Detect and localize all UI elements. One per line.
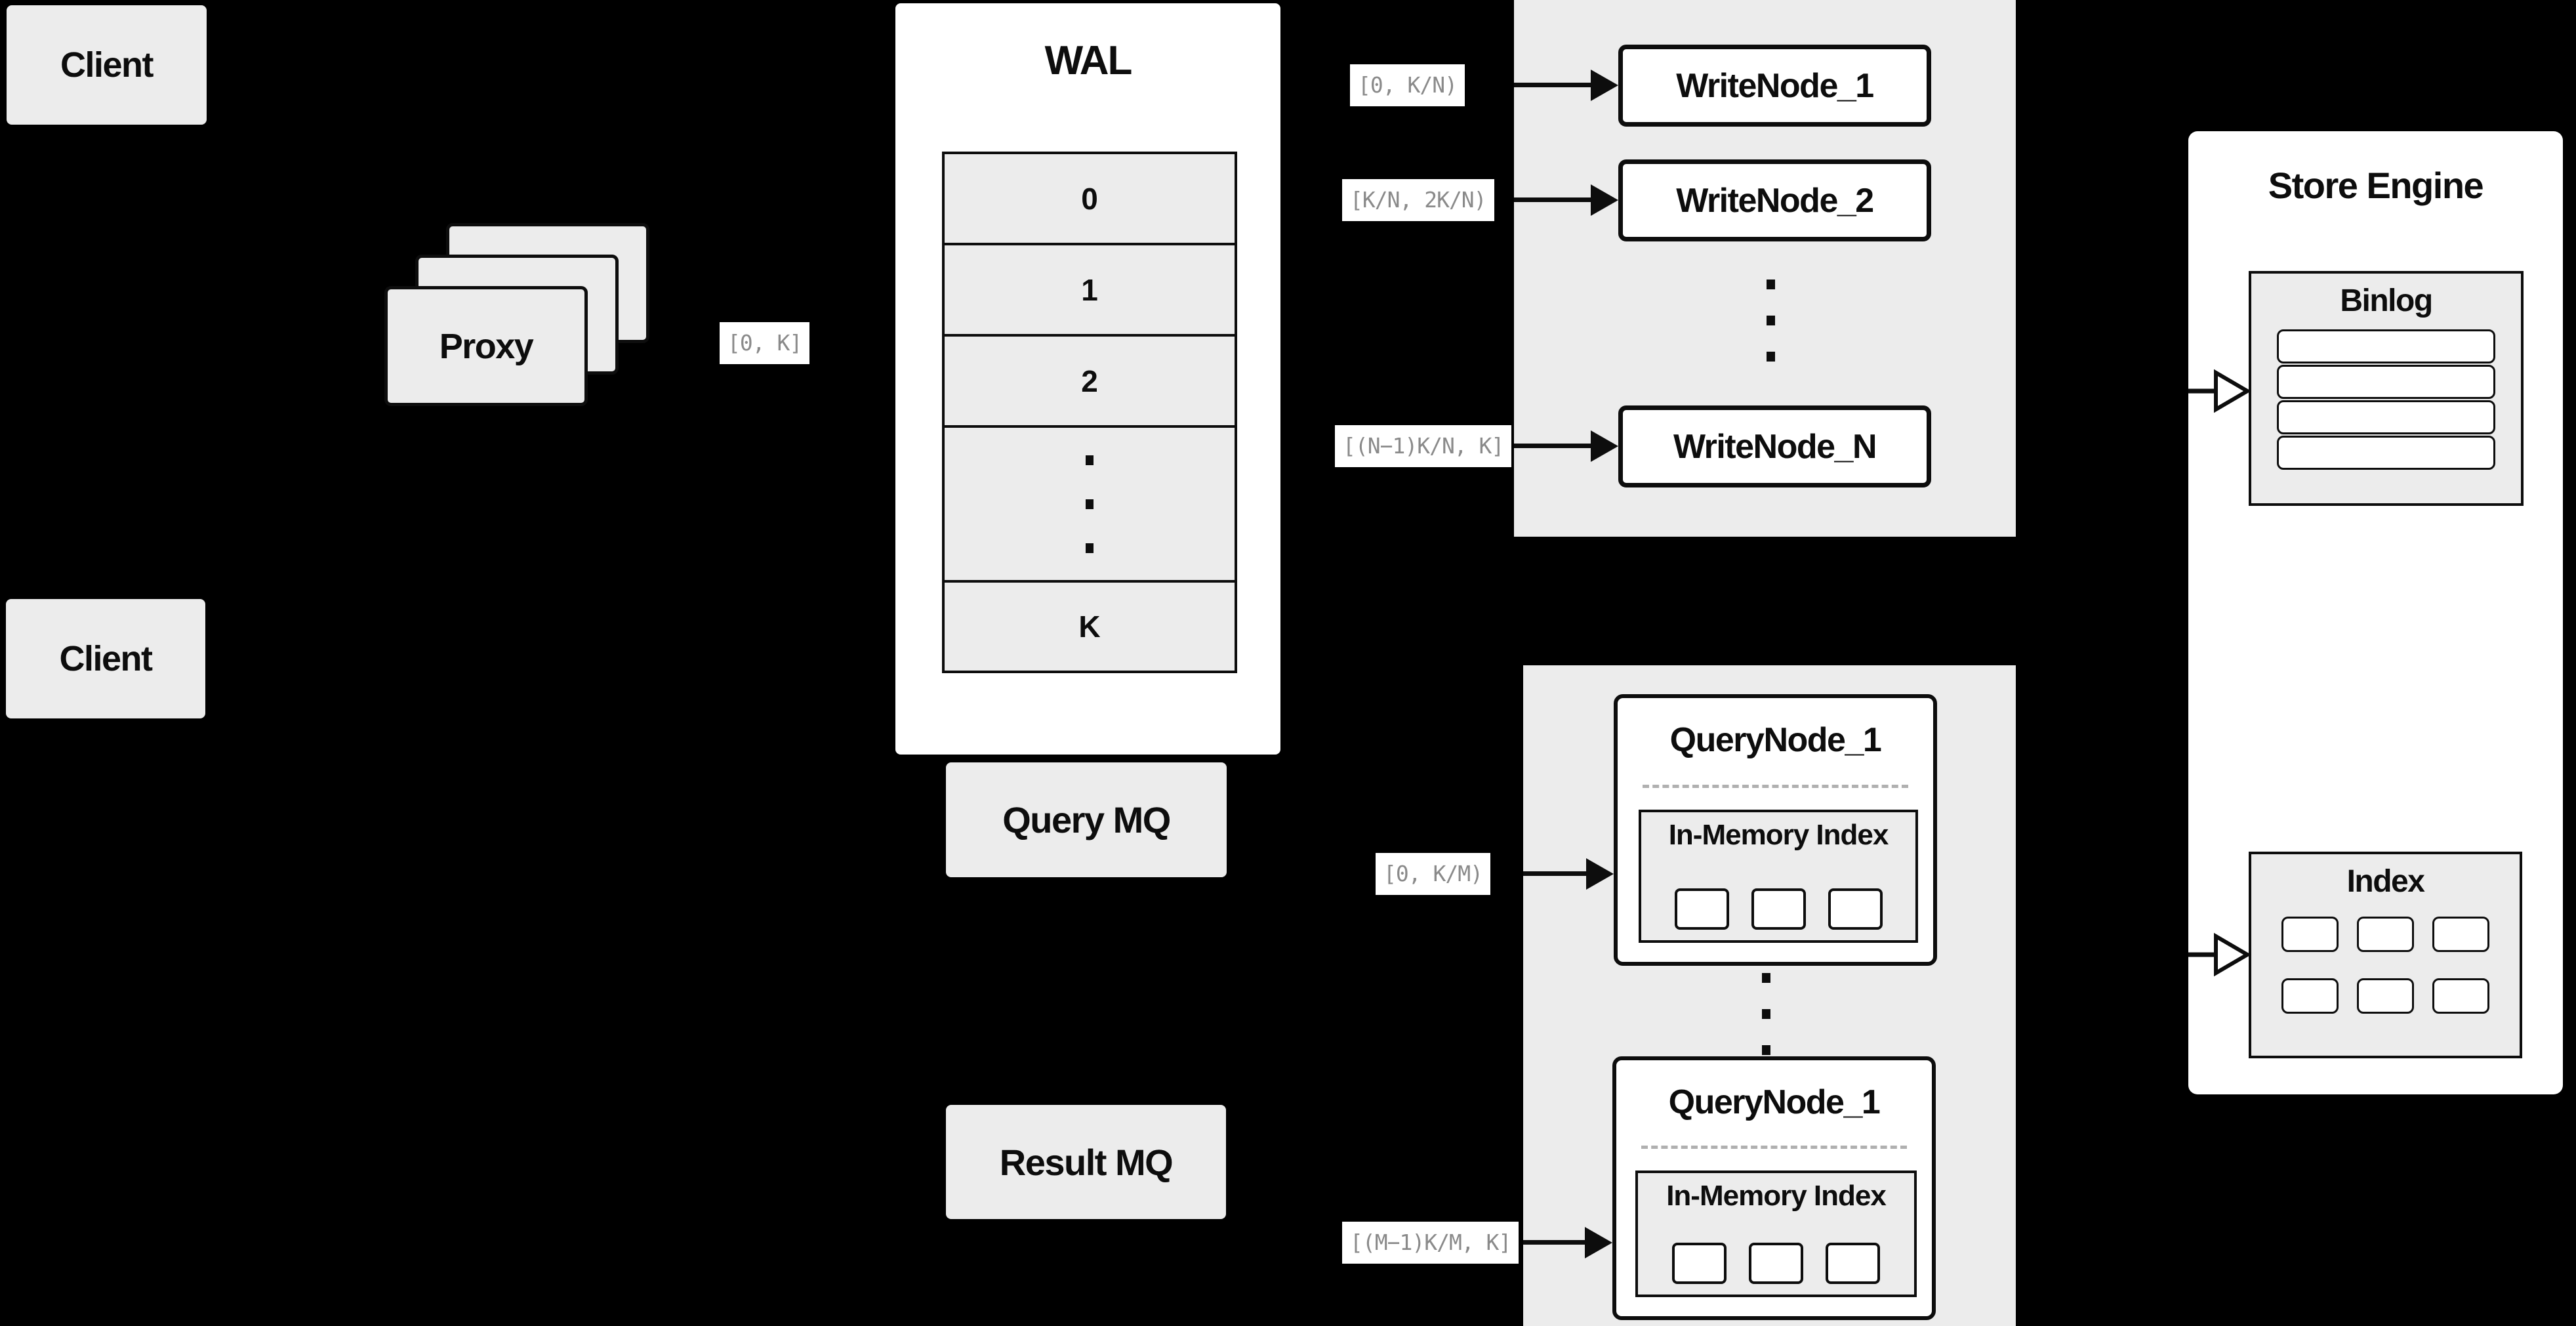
wal-table: 0 1 2 K bbox=[942, 152, 1237, 673]
range-label-query-bottom: [(M−1)K/M, K] bbox=[1342, 1222, 1519, 1264]
ellipsis-dot bbox=[1086, 455, 1094, 465]
binlog-segments bbox=[2277, 329, 2495, 470]
write-node-1-label: WriteNode_1 bbox=[1676, 66, 1874, 105]
hollow-arrow-to-index-icon bbox=[2188, 932, 2251, 977]
client-top-label: Client bbox=[60, 45, 154, 85]
index-segment bbox=[2357, 978, 2414, 1014]
store-engine-title: Store Engine bbox=[2268, 165, 2484, 206]
write-node-n: WriteNode_N bbox=[1618, 405, 1931, 487]
wal-row-0: 0 bbox=[945, 154, 1235, 245]
query-node-top: QueryNode_1 In-Memory Index bbox=[1614, 694, 1937, 966]
range-label-writeN: [(N−1)K/N, K] bbox=[1335, 425, 1512, 467]
memory-segment bbox=[1674, 888, 1729, 930]
wal-row-2: 2 bbox=[945, 337, 1235, 428]
in-memory-index-title: In-Memory Index bbox=[1666, 1180, 1887, 1212]
binlog-title: Binlog bbox=[2340, 283, 2433, 318]
range-label-query-top: [0, K/M) bbox=[1376, 853, 1490, 895]
binlog-segment bbox=[2277, 365, 2495, 399]
wal-row-k: K bbox=[945, 583, 1235, 671]
result-mq-box: Result MQ bbox=[946, 1105, 1226, 1219]
wal-title: WAL bbox=[1044, 38, 1133, 83]
range-label-proxy-to-wal: [0, K] bbox=[720, 322, 810, 364]
hollow-arrow-to-binlog-icon bbox=[2188, 369, 2251, 413]
binlog-segment bbox=[2277, 436, 2495, 470]
arrow-to-query-node-bottom-icon bbox=[1523, 1227, 1612, 1258]
index-segment bbox=[2432, 978, 2489, 1014]
proxy-card-front: Proxy bbox=[384, 286, 588, 406]
in-memory-index-title: In-Memory Index bbox=[1668, 819, 1889, 851]
result-mq-label: Result MQ bbox=[999, 1141, 1174, 1183]
index-segment bbox=[2432, 917, 2489, 952]
memory-segment bbox=[1749, 1243, 1803, 1284]
range-label-write1: [0, K/N) bbox=[1350, 64, 1465, 106]
query-node-ellipsis bbox=[1762, 973, 1770, 1055]
arrow-to-write-node-n-icon bbox=[1514, 430, 1618, 462]
in-memory-index-box-top: In-Memory Index bbox=[1639, 810, 1918, 943]
ellipsis-dot bbox=[1767, 280, 1775, 289]
memory-segment bbox=[1828, 888, 1883, 930]
write-node-ellipsis bbox=[1767, 280, 1775, 362]
wal-box: WAL 0 1 2 K bbox=[895, 3, 1280, 755]
query-node-top-title: QueryNode_1 bbox=[1669, 721, 1882, 759]
store-engine-box: Store Engine Binlog Index bbox=[2188, 131, 2563, 1094]
index-segment bbox=[2357, 917, 2414, 952]
query-mq-label: Query MQ bbox=[1002, 799, 1171, 840]
dashed-divider bbox=[1643, 785, 1908, 788]
ellipsis-dot bbox=[1086, 499, 1094, 509]
write-node-1: WriteNode_1 bbox=[1618, 45, 1931, 127]
index-title: Index bbox=[2346, 864, 2425, 899]
query-node-bottom: QueryNode_1 In-Memory Index bbox=[1612, 1056, 1936, 1320]
write-node-2-label: WriteNode_2 bbox=[1676, 181, 1874, 220]
query-node-bottom-title: QueryNode_1 bbox=[1668, 1083, 1881, 1121]
index-box: Index bbox=[2249, 852, 2522, 1058]
ellipsis-dot bbox=[1762, 1009, 1770, 1019]
memory-segments bbox=[1641, 888, 1915, 930]
proxy-label: Proxy bbox=[439, 326, 534, 366]
ellipsis-dot bbox=[1767, 316, 1775, 325]
arrow-to-write-node-1-icon bbox=[1514, 70, 1618, 101]
wal-row-1: 1 bbox=[945, 245, 1235, 337]
ellipsis-dot bbox=[1762, 973, 1770, 983]
ellipsis-dot bbox=[1762, 1045, 1770, 1055]
write-node-n-label: WriteNode_N bbox=[1673, 427, 1877, 466]
binlog-segment bbox=[2277, 329, 2495, 363]
dashed-divider bbox=[1641, 1146, 1907, 1149]
memory-segment bbox=[1672, 1243, 1727, 1284]
client-bottom-label: Client bbox=[59, 639, 153, 678]
client-box-top: Client bbox=[7, 5, 207, 125]
binlog-box: Binlog bbox=[2249, 271, 2524, 506]
index-segment bbox=[2281, 917, 2339, 952]
query-mq-box: Query MQ bbox=[946, 762, 1227, 877]
range-label-write2: [K/N, 2K/N) bbox=[1342, 179, 1494, 221]
index-segment bbox=[2281, 978, 2339, 1014]
memory-segment bbox=[1826, 1243, 1880, 1284]
memory-segment bbox=[1751, 888, 1806, 930]
wal-ellipsis-row bbox=[945, 428, 1235, 583]
binlog-segment bbox=[2277, 400, 2495, 434]
arrow-to-query-node-top-icon bbox=[1523, 858, 1614, 890]
memory-segments bbox=[1638, 1243, 1914, 1284]
ellipsis-dot bbox=[1767, 352, 1775, 362]
write-node-2: WriteNode_2 bbox=[1618, 159, 1931, 241]
arrow-to-write-node-2-icon bbox=[1514, 184, 1618, 216]
index-segments bbox=[2281, 917, 2489, 1014]
ellipsis-dot bbox=[1086, 543, 1094, 553]
client-box-bottom: Client bbox=[6, 599, 205, 718]
in-memory-index-box-bottom: In-Memory Index bbox=[1635, 1171, 1917, 1297]
